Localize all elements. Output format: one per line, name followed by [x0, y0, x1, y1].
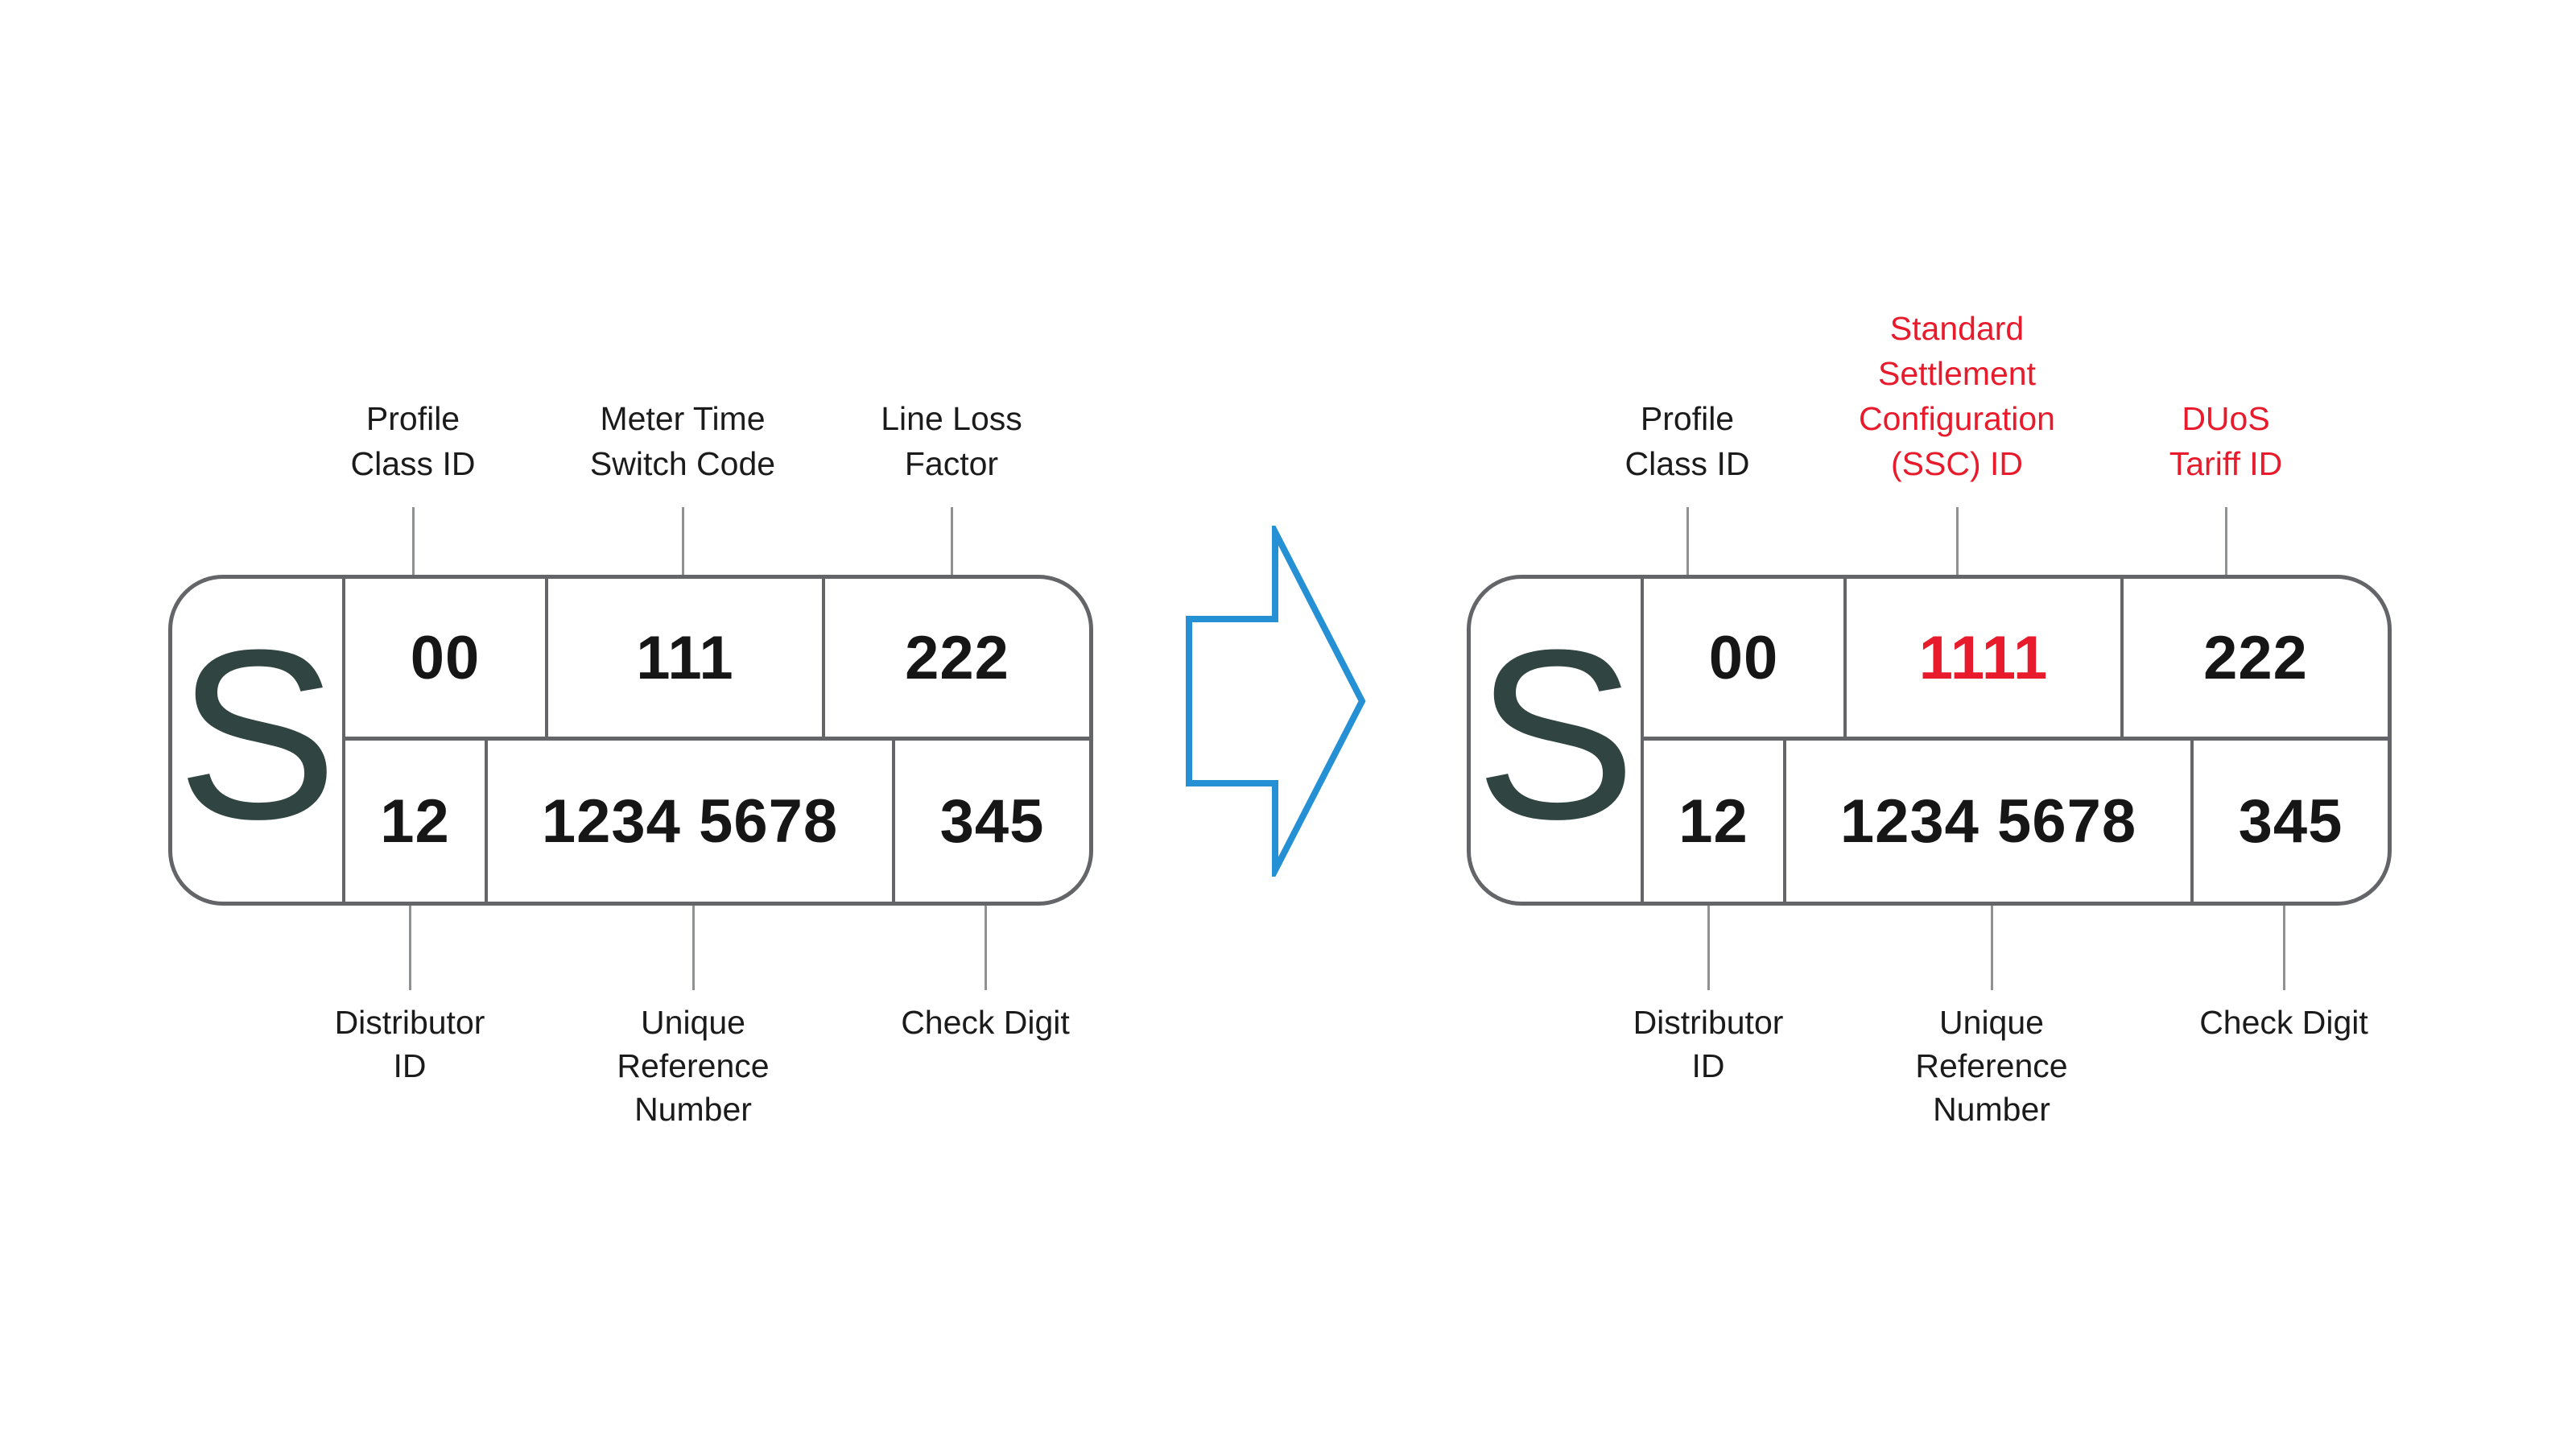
grid-line [545, 579, 548, 737]
label-check-digit: Check Digit [2199, 1004, 2368, 1041]
supply-letter-cell: S [1471, 579, 1644, 902]
cell-line-loss-factor-value: 222 [905, 623, 1009, 692]
label-standard-settlement-configuration-id: Standard Settlement Configuration (SSC) … [1859, 310, 2055, 482]
cell-profile-class-value: 00 [1708, 623, 1779, 692]
leader-line [682, 507, 684, 575]
cell-distributor-id-value: 12 [1678, 786, 1748, 856]
label-profile-class-id: Profile Class ID [1624, 400, 1750, 482]
cell-meter-time-switch-code-value: 111 [636, 623, 734, 692]
leader-line [1956, 507, 1959, 575]
cell-unique-reference-number-value: 1234 5678 [1839, 786, 2137, 856]
cell-check-digit-value: 345 [939, 786, 1045, 856]
grid-line [2190, 741, 2194, 902]
leader-line [1991, 906, 1993, 990]
cell-check-digit-value: 345 [2238, 786, 2343, 856]
cell-duos-tariff-value: 222 [2203, 623, 2308, 692]
mpan-card-before: Profile Class ID Meter Time Switch Code … [168, 306, 1093, 1159]
grid-line [485, 741, 488, 902]
grid-line [1843, 579, 1847, 737]
supply-letter: S [1475, 598, 1637, 869]
leader-line [951, 507, 953, 575]
label-unique-reference-number: Unique Reference Number [617, 1004, 770, 1128]
cell-profile-class-value: 00 [410, 623, 481, 692]
grid-line [892, 741, 895, 902]
label-duos-tariff-id: DUoS Tariff ID [2169, 400, 2283, 482]
grid-line [1783, 741, 1786, 902]
leader-line [692, 906, 695, 990]
mpan-card: S 00 111 222 12 1234 5678 345 [168, 575, 1093, 906]
cell-ssc-id-value: 1111 [1918, 623, 2049, 692]
supply-letter-cell: S [172, 579, 345, 902]
grid-line [342, 737, 1089, 741]
label-line-loss-factor: Line Loss Factor [881, 400, 1022, 482]
label-meter-time-switch-code: Meter Time Switch Code [589, 400, 776, 482]
supply-letter: S [176, 598, 338, 869]
grid-line [822, 579, 825, 737]
grid-line [1641, 737, 2388, 741]
leader-line [985, 906, 987, 990]
cell-unique-reference-number-value: 1234 5678 [541, 786, 839, 856]
leader-line [2225, 507, 2227, 575]
label-profile-class-id: Profile Class ID [350, 400, 476, 482]
leader-line [412, 507, 415, 575]
cell-distributor-id-value: 12 [380, 786, 450, 856]
label-distributor-id: Distributor ID [1633, 1004, 1784, 1084]
mpan-card-after: Profile Class ID Standard Settlement Con… [1467, 306, 2392, 1159]
label-unique-reference-number: Unique Reference Number [1915, 1004, 2068, 1128]
leader-line [1707, 906, 1710, 990]
leader-line [2283, 906, 2285, 990]
leader-line [409, 906, 411, 990]
label-check-digit: Check Digit [901, 1004, 1070, 1041]
label-distributor-id: Distributor ID [334, 1004, 485, 1084]
mpan-card: S 00 1111 222 12 1234 5678 345 [1467, 575, 2392, 906]
leader-line [1686, 507, 1689, 575]
grid-line [2120, 579, 2124, 737]
transform-arrow-icon [1186, 526, 1366, 877]
